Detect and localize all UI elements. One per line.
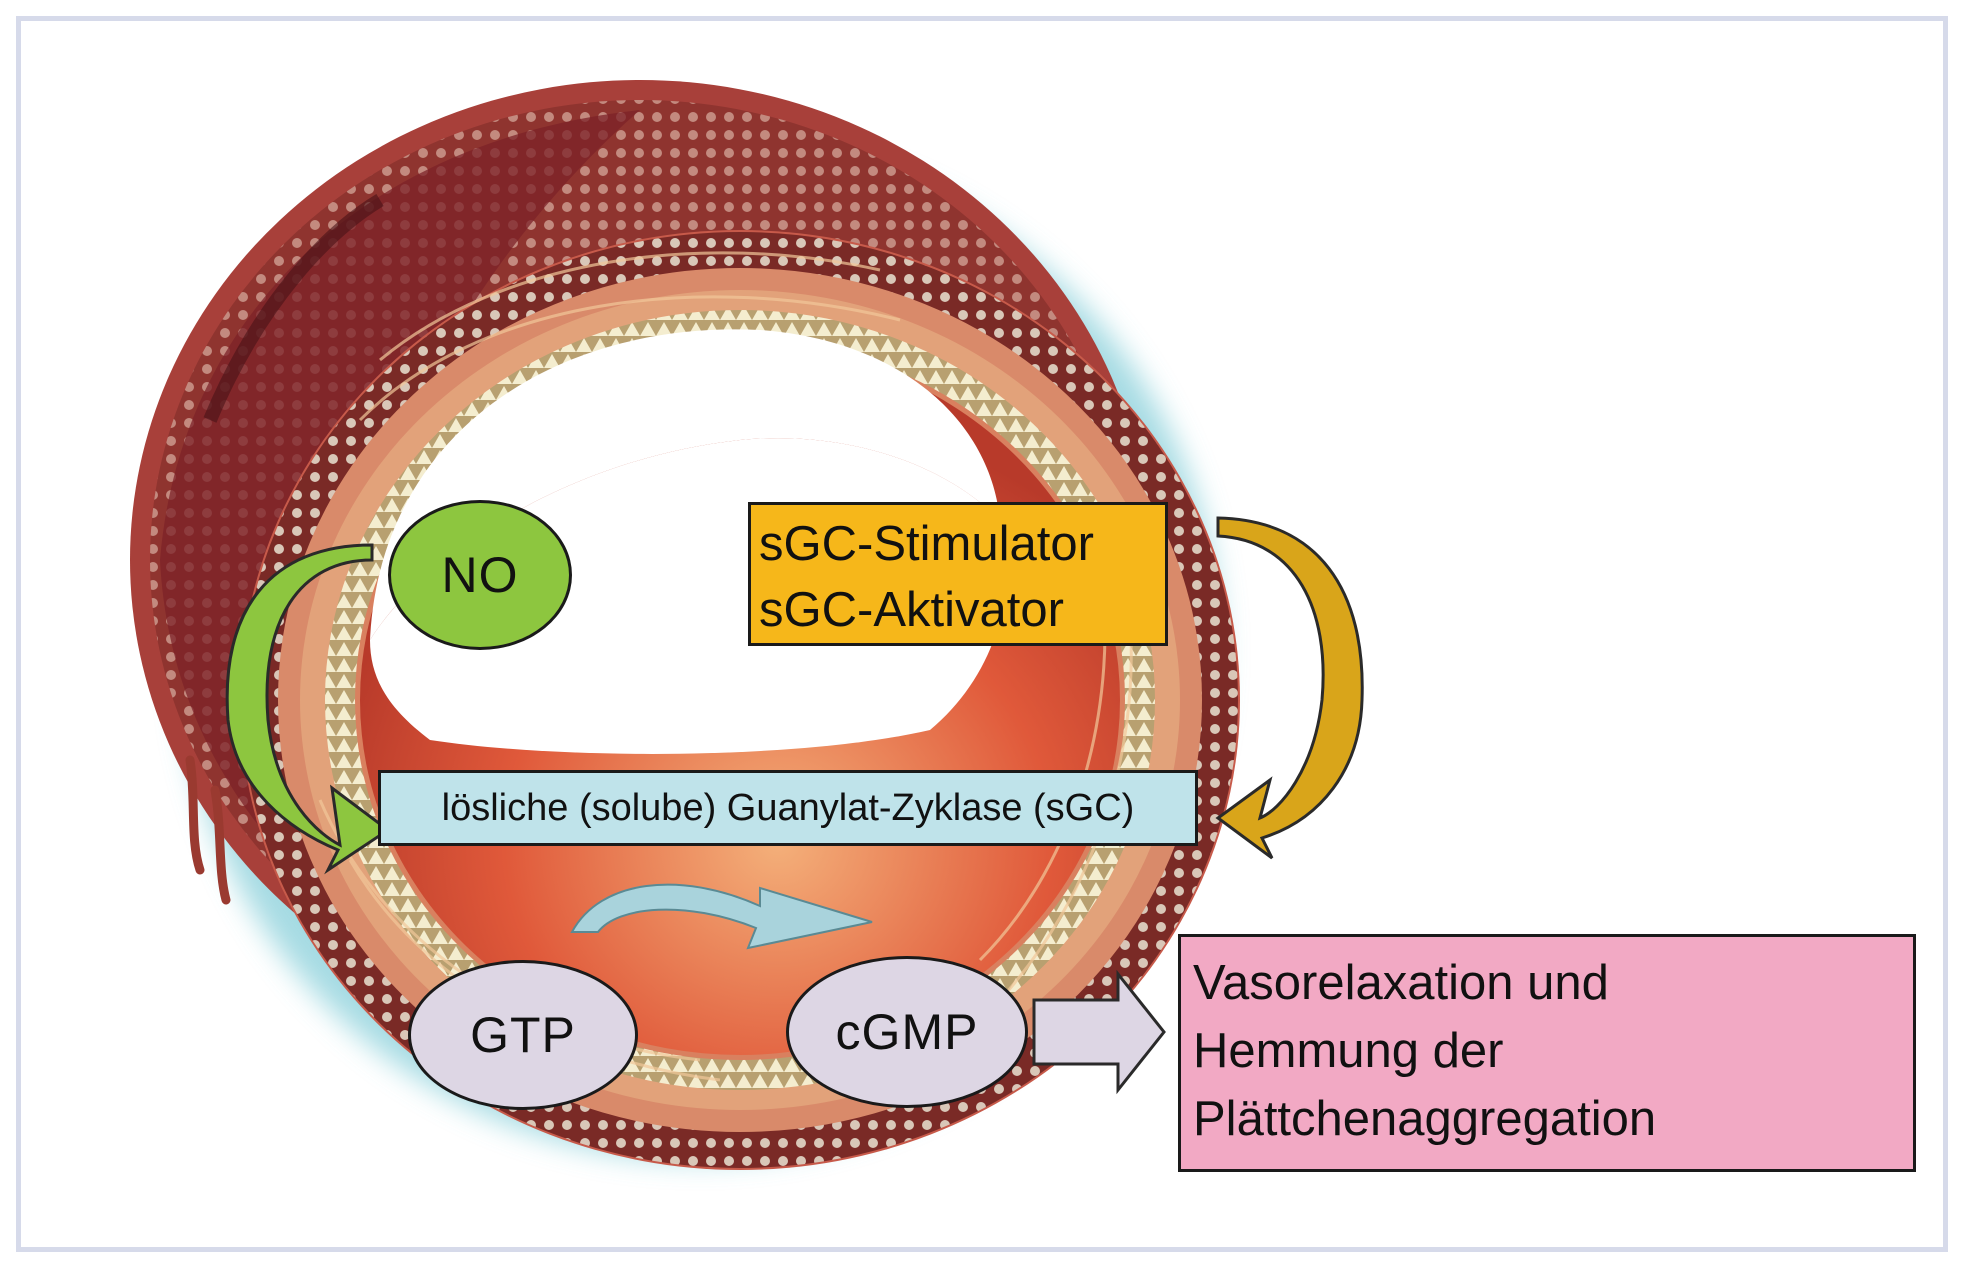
effect-line-2: Hemmung der xyxy=(1193,1024,1504,1078)
cgmp-node: cGMP xyxy=(786,956,1028,1108)
stimulator-label: sGC-Stimulator xyxy=(759,517,1094,571)
gtp-to-cgmp-arrow xyxy=(570,883,873,950)
stimulator-to-sgc-arrow xyxy=(1215,516,1364,860)
cgmp-to-effect-arrow xyxy=(1032,969,1166,1095)
activator-label: sGC-Aktivator xyxy=(759,583,1064,637)
artery-strands xyxy=(185,755,231,905)
no-to-sgc-arrow xyxy=(225,543,391,875)
no-label: NO xyxy=(441,547,519,603)
cgmp-label: cGMP xyxy=(835,1004,979,1060)
no-node: NO xyxy=(388,500,572,650)
effect-line-1: Vasorelaxation und xyxy=(1193,956,1609,1010)
artery-intima-band xyxy=(325,310,1155,1090)
sgc-stimulator-box: sGC-Stimulator sGC-Aktivator xyxy=(748,502,1168,646)
effect-line-3: Plättchenaggregation xyxy=(1193,1092,1657,1146)
sgc-enzyme-box: lösliche (solube) Guanylat-Zyklase (sGC) xyxy=(378,770,1198,846)
effect-box: Vasorelaxation und Hemmung der Plättchen… xyxy=(1178,934,1916,1172)
gtp-label: GTP xyxy=(470,1007,576,1063)
sgc-label: lösliche (solube) Guanylat-Zyklase (sGC) xyxy=(441,786,1135,829)
gtp-node: GTP xyxy=(408,960,638,1110)
